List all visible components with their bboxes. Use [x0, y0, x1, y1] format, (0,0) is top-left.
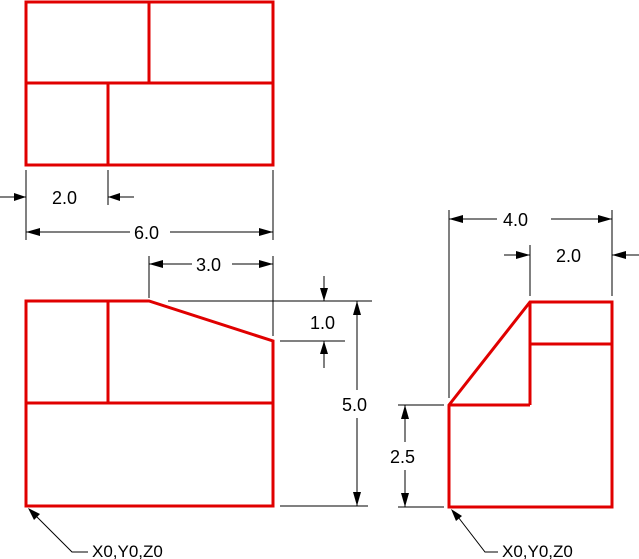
side-view-dimensions: 4.0 2.0 2.5 X0,Y0,Z0 — [390, 210, 639, 559]
dim-3-right-arrow — [259, 260, 273, 268]
dim-side-2-left-arrow — [516, 251, 530, 259]
dim-label-side-4: 4.0 — [503, 210, 528, 230]
dim-2-right-arrow — [108, 193, 120, 201]
dim-6-right-arrow — [259, 228, 273, 236]
top-view-dimensions: 2.0 6.0 — [0, 170, 274, 243]
dim-6-left-arrow — [26, 228, 40, 236]
dim-5-bottom-arrow — [353, 492, 361, 506]
dim-2-5-top-arrow — [401, 405, 409, 419]
front-view — [24, 299, 275, 508]
front-view-dimensions: 3.0 1.0 5.0 X0,Y0,Z0 — [28, 255, 372, 559]
origin-leader-front — [31, 511, 88, 553]
origin-label-front: X0,Y0,Z0 — [92, 542, 163, 559]
dim-3-left-arrow — [149, 260, 163, 268]
dim-label-top-2: 2.0 — [52, 188, 77, 208]
dim-label-front-1: 1.0 — [310, 313, 335, 333]
dim-1-top-arrow — [320, 288, 328, 301]
top-view — [24, 0, 275, 167]
origin-leader-side — [454, 512, 498, 553]
dim-4-left-arrow — [449, 215, 463, 223]
dim-2-5-bottom-arrow — [401, 493, 409, 507]
dim-5-top-arrow — [353, 301, 361, 315]
origin-arrow-front — [28, 508, 40, 520]
dim-side-2-right-arrow — [612, 251, 626, 259]
dim-2-left-arrow — [14, 193, 26, 201]
dim-label-side-2-5: 2.5 — [390, 447, 415, 467]
dim-1-bottom-arrow — [320, 341, 328, 354]
side-view — [447, 300, 614, 509]
side-view-outline — [447, 300, 614, 509]
dim-label-front-5: 5.0 — [342, 395, 367, 415]
dim-label-side-2: 2.0 — [556, 246, 581, 266]
dim-label-top-6: 6.0 — [134, 223, 159, 243]
dim-4-right-arrow — [598, 215, 612, 223]
origin-label-side: X0,Y0,Z0 — [502, 542, 573, 559]
front-view-outline — [24, 299, 275, 508]
origin-arrow-side — [451, 509, 462, 521]
dim-label-front-3: 3.0 — [196, 255, 221, 275]
